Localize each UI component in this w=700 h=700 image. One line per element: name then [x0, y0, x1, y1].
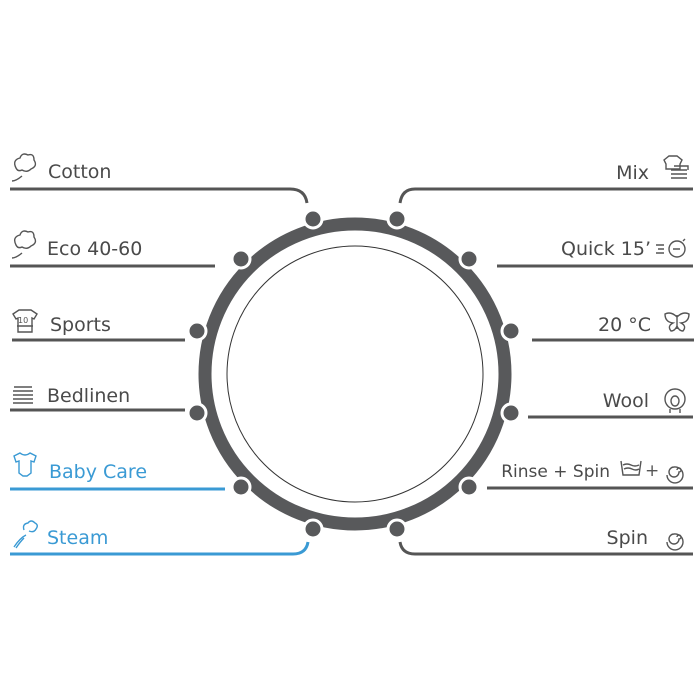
dial-face — [226, 245, 484, 503]
mix-laundry-icon — [663, 155, 689, 179]
steam-icon — [13, 520, 38, 549]
sheep-icon — [664, 388, 686, 413]
dial-position-rinse-spin[interactable] — [458, 476, 480, 498]
spin-icon — [666, 533, 684, 551]
butterfly-icon — [664, 312, 690, 332]
leader-line-mix — [398, 187, 693, 204]
program-label-quick-15[interactable]: Quick 15’ — [561, 238, 651, 260]
sports-shirt-icon: 10 — [12, 309, 38, 333]
program-label-bedlinen[interactable]: Bedlinen — [47, 385, 130, 407]
cotton-icon — [11, 153, 37, 182]
baby-bodysuit-icon — [13, 452, 37, 477]
program-label-20c[interactable]: 20 °C — [598, 314, 651, 336]
dial-position-baby-care[interactable] — [230, 476, 252, 498]
dial-position-wool[interactable] — [500, 402, 522, 424]
cotton-icon — [11, 230, 37, 259]
stopwatch-icon — [656, 238, 686, 258]
dial-ring[interactable] — [198, 217, 512, 531]
svg-text:10: 10 — [18, 316, 28, 325]
dial-position-cotton[interactable] — [302, 208, 324, 230]
leader-line-cotton — [10, 187, 309, 204]
svg-text:+: + — [645, 461, 659, 481]
bedlinen-icon — [13, 386, 33, 404]
leader-line-steam — [10, 541, 310, 556]
dial-position-steam[interactable] — [302, 518, 324, 540]
rinse-spin-icon: + — [620, 460, 684, 484]
dial-position-bedlinen[interactable] — [186, 402, 208, 424]
dial-position-spin[interactable] — [386, 518, 408, 540]
dial-position-sports[interactable] — [186, 320, 208, 342]
program-label-mix[interactable]: Mix — [616, 162, 649, 184]
program-label-wool[interactable]: Wool — [603, 390, 649, 412]
dial-position-quick[interactable] — [458, 248, 480, 270]
program-label-baby-care[interactable]: Baby Care — [49, 461, 147, 483]
dial-position-mix[interactable] — [386, 208, 408, 230]
program-label-eco-40-60[interactable]: Eco 40-60 — [47, 238, 142, 260]
dial-position-20c[interactable] — [500, 320, 522, 342]
program-label-rinse-spin[interactable]: Rinse + Spin — [501, 462, 610, 482]
program-label-steam[interactable]: Steam — [47, 527, 108, 549]
program-label-sports[interactable]: Sports — [50, 314, 111, 336]
dial-position-eco[interactable] — [230, 248, 252, 270]
leader-line-spin — [398, 541, 693, 556]
program-label-spin[interactable]: Spin — [607, 527, 648, 549]
program-label-cotton[interactable]: Cotton — [48, 161, 111, 183]
